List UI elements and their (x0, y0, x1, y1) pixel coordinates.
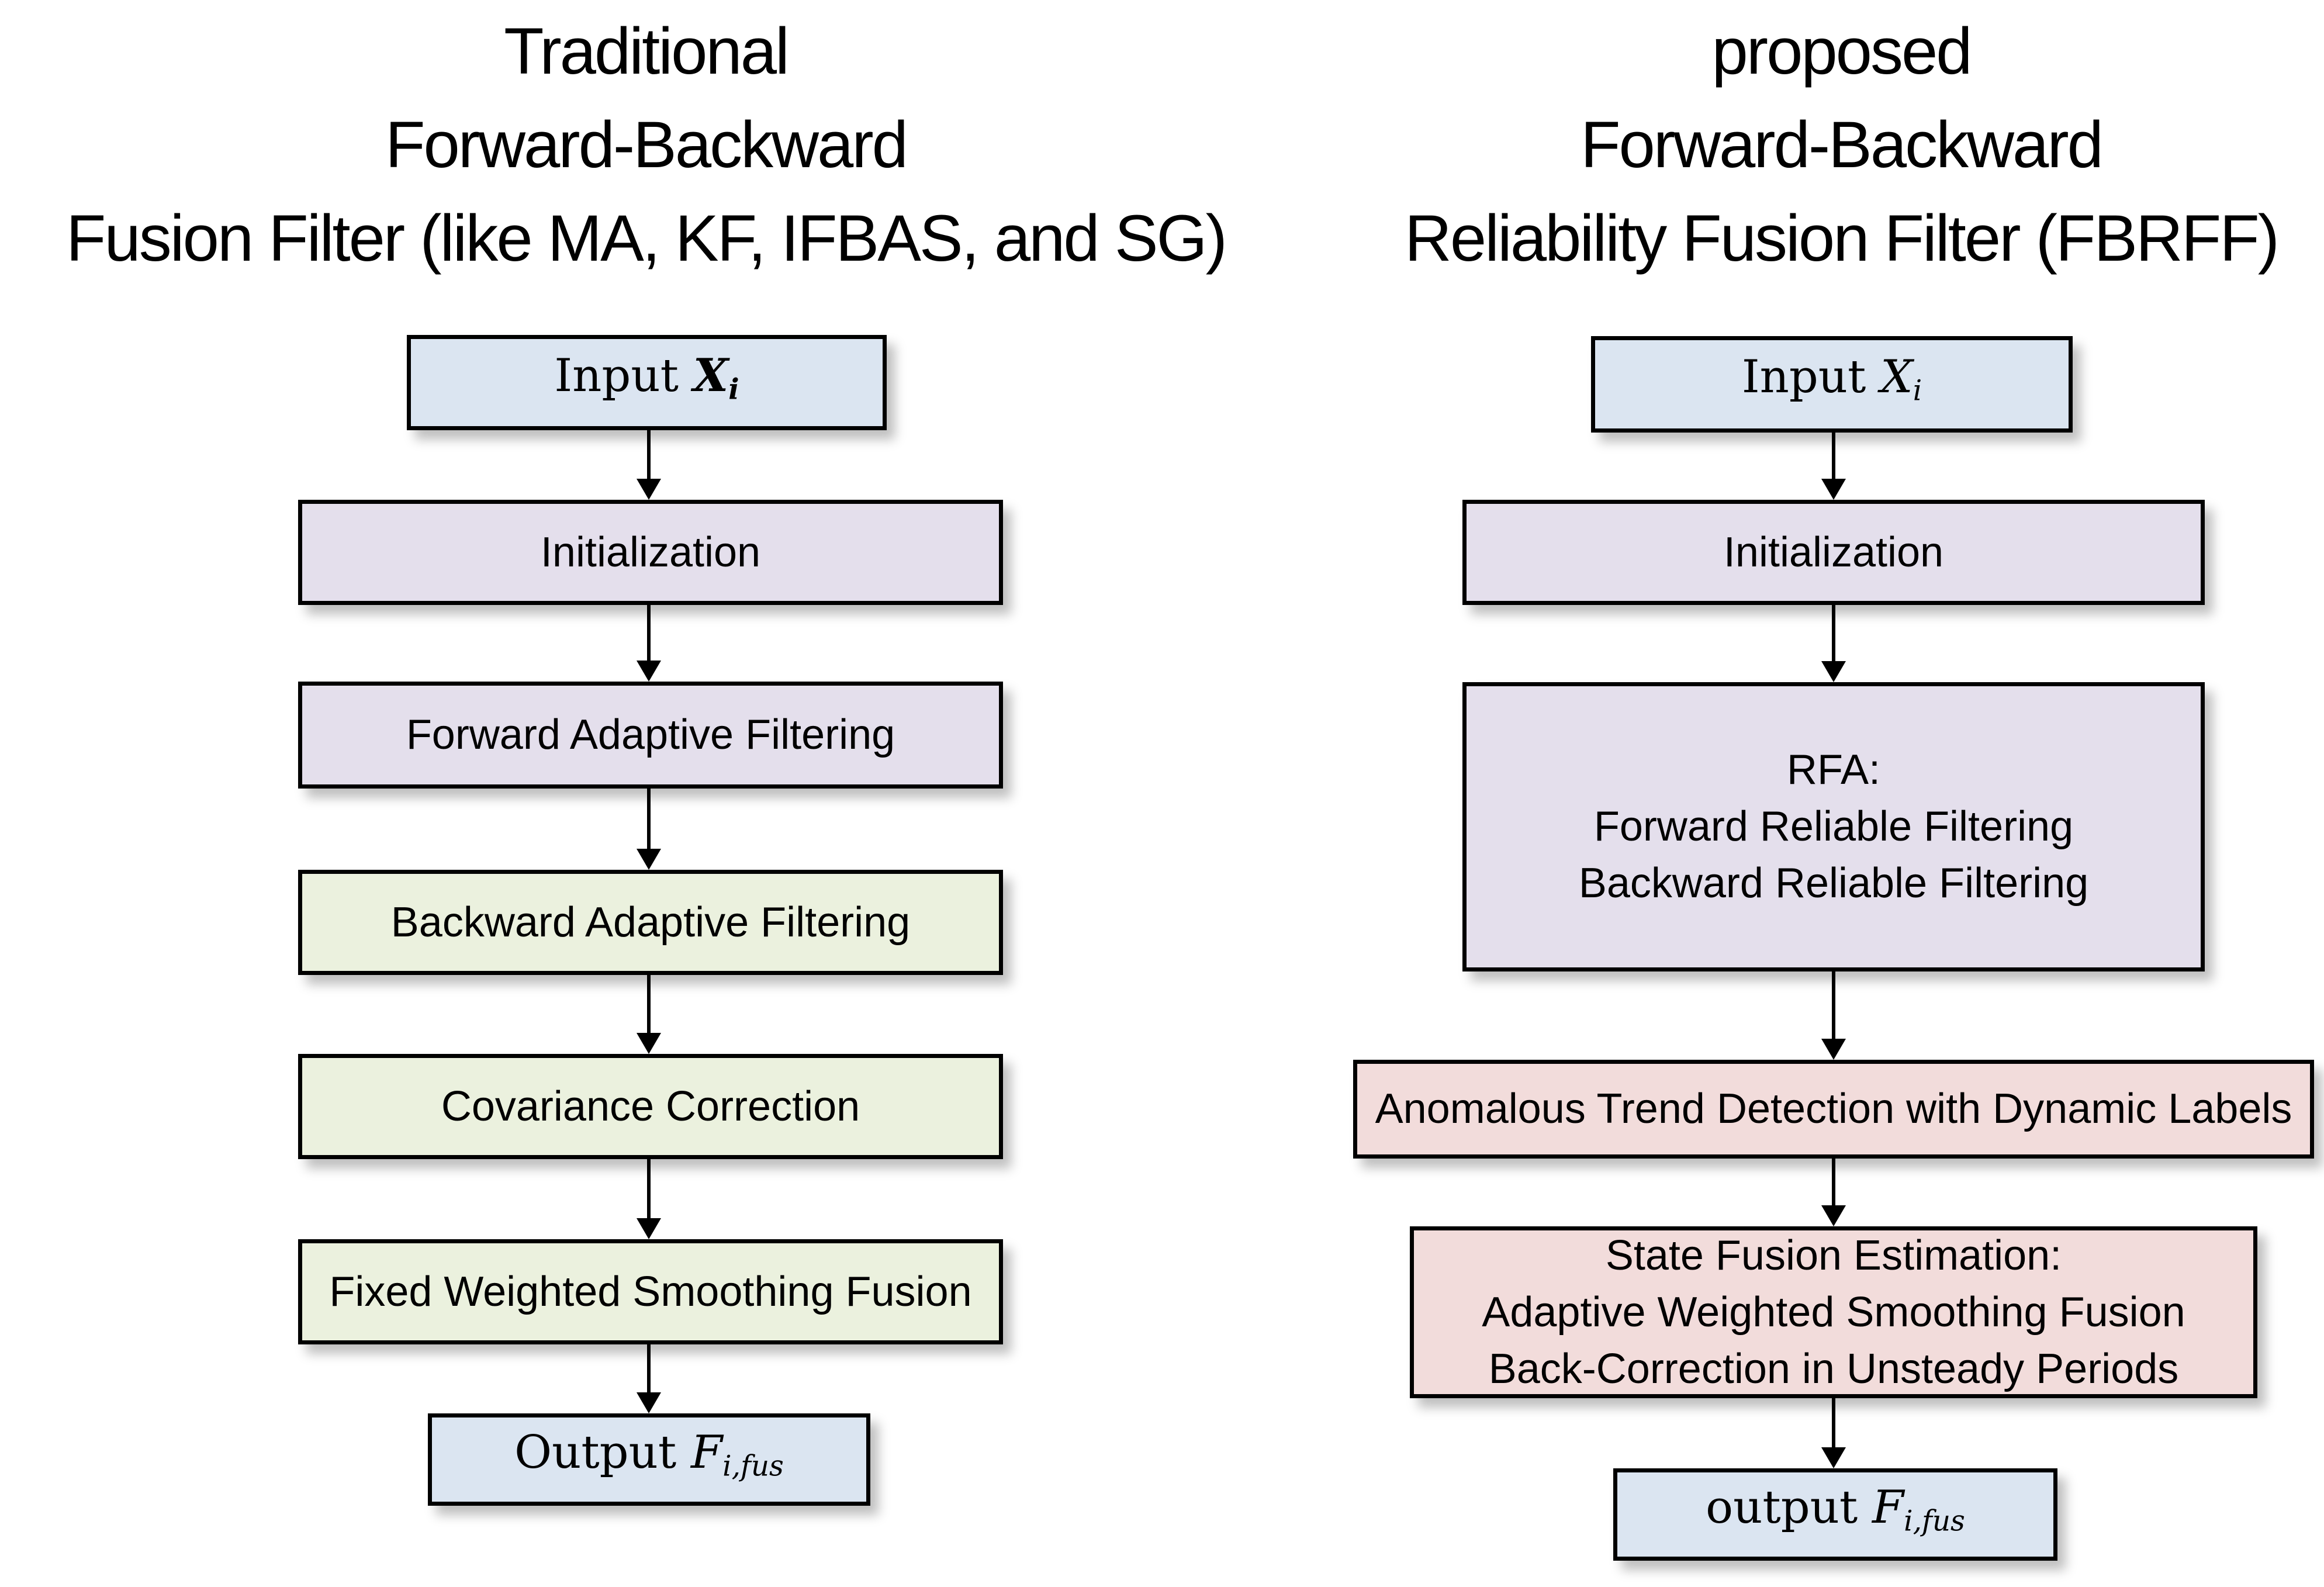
title-line: Traditional (504, 15, 790, 88)
node-label-line: Anomalous Trend Detection with Dynamic L… (1375, 1085, 2292, 1132)
node-proposed-anomalous-trend-detection: Anomalous Trend Detection with Dynamic L… (1353, 1060, 2314, 1159)
node-label-line: Forward Adaptive Filtering (406, 711, 895, 758)
node-label-line: Fixed Weighted Smoothing Fusion (329, 1268, 972, 1315)
node-label-line: output Fi,fus (1706, 1481, 1965, 1538)
node-label-line: Back-Correction in Unsteady Periods (1488, 1345, 2179, 1392)
node-traditional-input: Input Xi (407, 335, 887, 430)
node-traditional-output: Output Fi,fus (428, 1413, 870, 1506)
node-label-line: Output Fi,fus (514, 1426, 784, 1483)
column-title-proposed: proposed Forward-Backward Reliability Fu… (1356, 5, 2324, 285)
node-traditional-covariance-correction: Covariance Correction (298, 1054, 1003, 1159)
node-traditional-initialization: Initialization (298, 500, 1003, 605)
flow-arrow-down (634, 789, 663, 870)
node-label-line: Input Xi (554, 348, 739, 406)
flow-arrow-down (634, 975, 663, 1054)
column-title-traditional: Traditional Forward-Backward Fusion Filt… (15, 5, 1277, 285)
node-label-line: State Fusion Estimation: (1605, 1232, 2062, 1279)
node-label-line: Initialization (1723, 528, 1944, 576)
node-proposed-initialization: Initialization (1462, 500, 2205, 605)
node-traditional-fixed-weighted-smoothing-fusion: Fixed Weighted Smoothing Fusion (298, 1239, 1003, 1344)
flow-arrow-down (634, 1159, 663, 1239)
node-proposed-state-fusion-estimation: State Fusion Estimation: Adaptive Weighte… (1410, 1226, 2257, 1398)
node-traditional-forward-adaptive-filtering: Forward Adaptive Filtering (298, 682, 1003, 789)
title-line: proposed (1711, 15, 1972, 88)
flow-arrow-down (1819, 1398, 1848, 1468)
node-label-line: Adaptive Weighted Smoothing Fusion (1482, 1288, 2185, 1336)
node-label-line: RFA: (1786, 746, 1881, 793)
flow-arrow-down (1819, 971, 1848, 1060)
flow-arrow-down (634, 605, 663, 682)
node-label-line: Input Xi (1741, 351, 1922, 407)
flow-arrow-down (634, 1344, 663, 1413)
flow-arrow-down (634, 430, 663, 500)
title-line: Forward-Backward (1581, 108, 2104, 181)
node-label-line: Backward Reliable Filtering (1578, 860, 2089, 907)
flow-arrow-down (1819, 1159, 1848, 1226)
node-proposed-output: output Fi,fus (1613, 1468, 2057, 1561)
title-line: Forward-Backward (385, 108, 908, 181)
node-label-line: Backward Adaptive Filtering (390, 898, 911, 946)
node-label-line: Covariance Correction (441, 1083, 860, 1130)
title-line: Reliability Fusion Filter (FBRFF) (1404, 202, 2280, 275)
node-traditional-backward-adaptive-filtering: Backward Adaptive Filtering (298, 870, 1003, 975)
title-line: Fusion Filter (like MA, KF, IFBAS, and S… (66, 202, 1227, 275)
node-label-line: Forward Reliable Filtering (1593, 803, 2074, 850)
flow-arrow-down (1819, 605, 1848, 682)
node-proposed-input: Input Xi (1591, 336, 2073, 433)
flow-arrow-down (1819, 433, 1848, 500)
node-label-line: Initialization (540, 528, 761, 576)
